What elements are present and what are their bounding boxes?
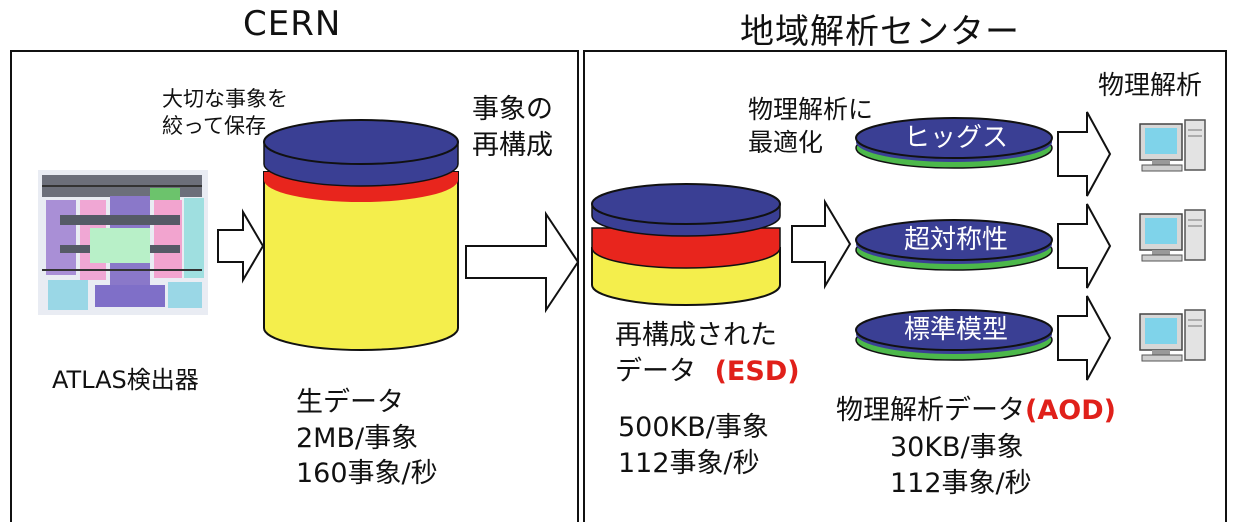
raw-data-label: 生データ 2MB/事象 160事象/秒	[296, 385, 438, 492]
esd-rate-label: 500KB/事象 112事象/秒	[618, 410, 769, 481]
computer-icon	[1139, 119, 1206, 172]
aod-size: 30KB/事象	[890, 432, 1024, 463]
aod-rate: 112事象/秒	[890, 467, 1032, 499]
cern-title: CERN	[243, 4, 342, 44]
reconstruction-label: 事象の 再構成	[472, 92, 553, 163]
regional-center-title: 地域解析センター	[740, 12, 1020, 52]
disk-standard-model	[855, 309, 1053, 361]
aod-tag: (AOD)	[1025, 395, 1116, 426]
selection-note-line1: 大切な事象を	[162, 87, 288, 111]
diagram-graphics	[38, 111, 1206, 381]
aod-label: 物理解析データ(AOD)	[836, 393, 1116, 429]
disk-label-susy: 超対称性	[904, 225, 1009, 255]
selection-note: 大切な事象を 絞って保存	[162, 86, 288, 140]
esd-rate: 112事象/秒	[618, 447, 760, 479]
esd-line2: データ	[615, 355, 696, 387]
atlas-detector-image	[38, 170, 208, 315]
computer-icon	[1139, 209, 1206, 262]
optimization-label: 物理解析に 最適化	[748, 94, 873, 159]
esd-label: 再構成された データ (ESD)	[615, 318, 800, 389]
arrow-sm-to-pc	[1057, 295, 1112, 381]
optimization-line2: 最適化	[748, 127, 824, 157]
raw-data-size: 2MB/事象	[296, 422, 419, 454]
esd-cylinder	[591, 183, 781, 306]
computer-icon	[1139, 309, 1206, 362]
arrow-higgs-to-pc	[1057, 111, 1112, 197]
reconstruction-line2: 再構成	[472, 129, 553, 161]
aod-title: 物理解析データ	[836, 395, 1025, 426]
cern-panel	[10, 50, 579, 522]
selection-note-line2: 絞って保存	[162, 113, 266, 138]
optimization-line1: 物理解析に	[748, 95, 874, 124]
disk-susy	[855, 219, 1053, 271]
arrow-esd-to-disks	[791, 198, 852, 290]
esd-line1: 再構成された	[615, 320, 777, 351]
raw-data-rate: 160事象/秒	[296, 458, 438, 490]
raw-data-title: 生データ	[296, 387, 404, 418]
detector-label: ATLAS検出器	[52, 366, 199, 394]
regional-center-panel	[583, 50, 1227, 522]
reconstruction-line1: 事象の	[472, 94, 553, 125]
disk-label-higgs: ヒッグス	[904, 123, 1009, 153]
raw-data-cylinder	[263, 119, 459, 351]
arrow-detector-to-raw	[217, 208, 265, 284]
disk-label-standard-model: 標準模型	[904, 315, 1009, 345]
arrow-susy-to-pc	[1057, 203, 1112, 289]
esd-tag: (ESD)	[714, 355, 800, 387]
esd-size: 500KB/事象	[618, 412, 769, 443]
aod-rate-label: 30KB/事象 112事象/秒	[890, 430, 1032, 501]
physics-analysis-label: 物理解析	[1098, 71, 1203, 101]
arrow-raw-to-esd	[465, 210, 580, 314]
disk-higgs	[855, 117, 1053, 169]
